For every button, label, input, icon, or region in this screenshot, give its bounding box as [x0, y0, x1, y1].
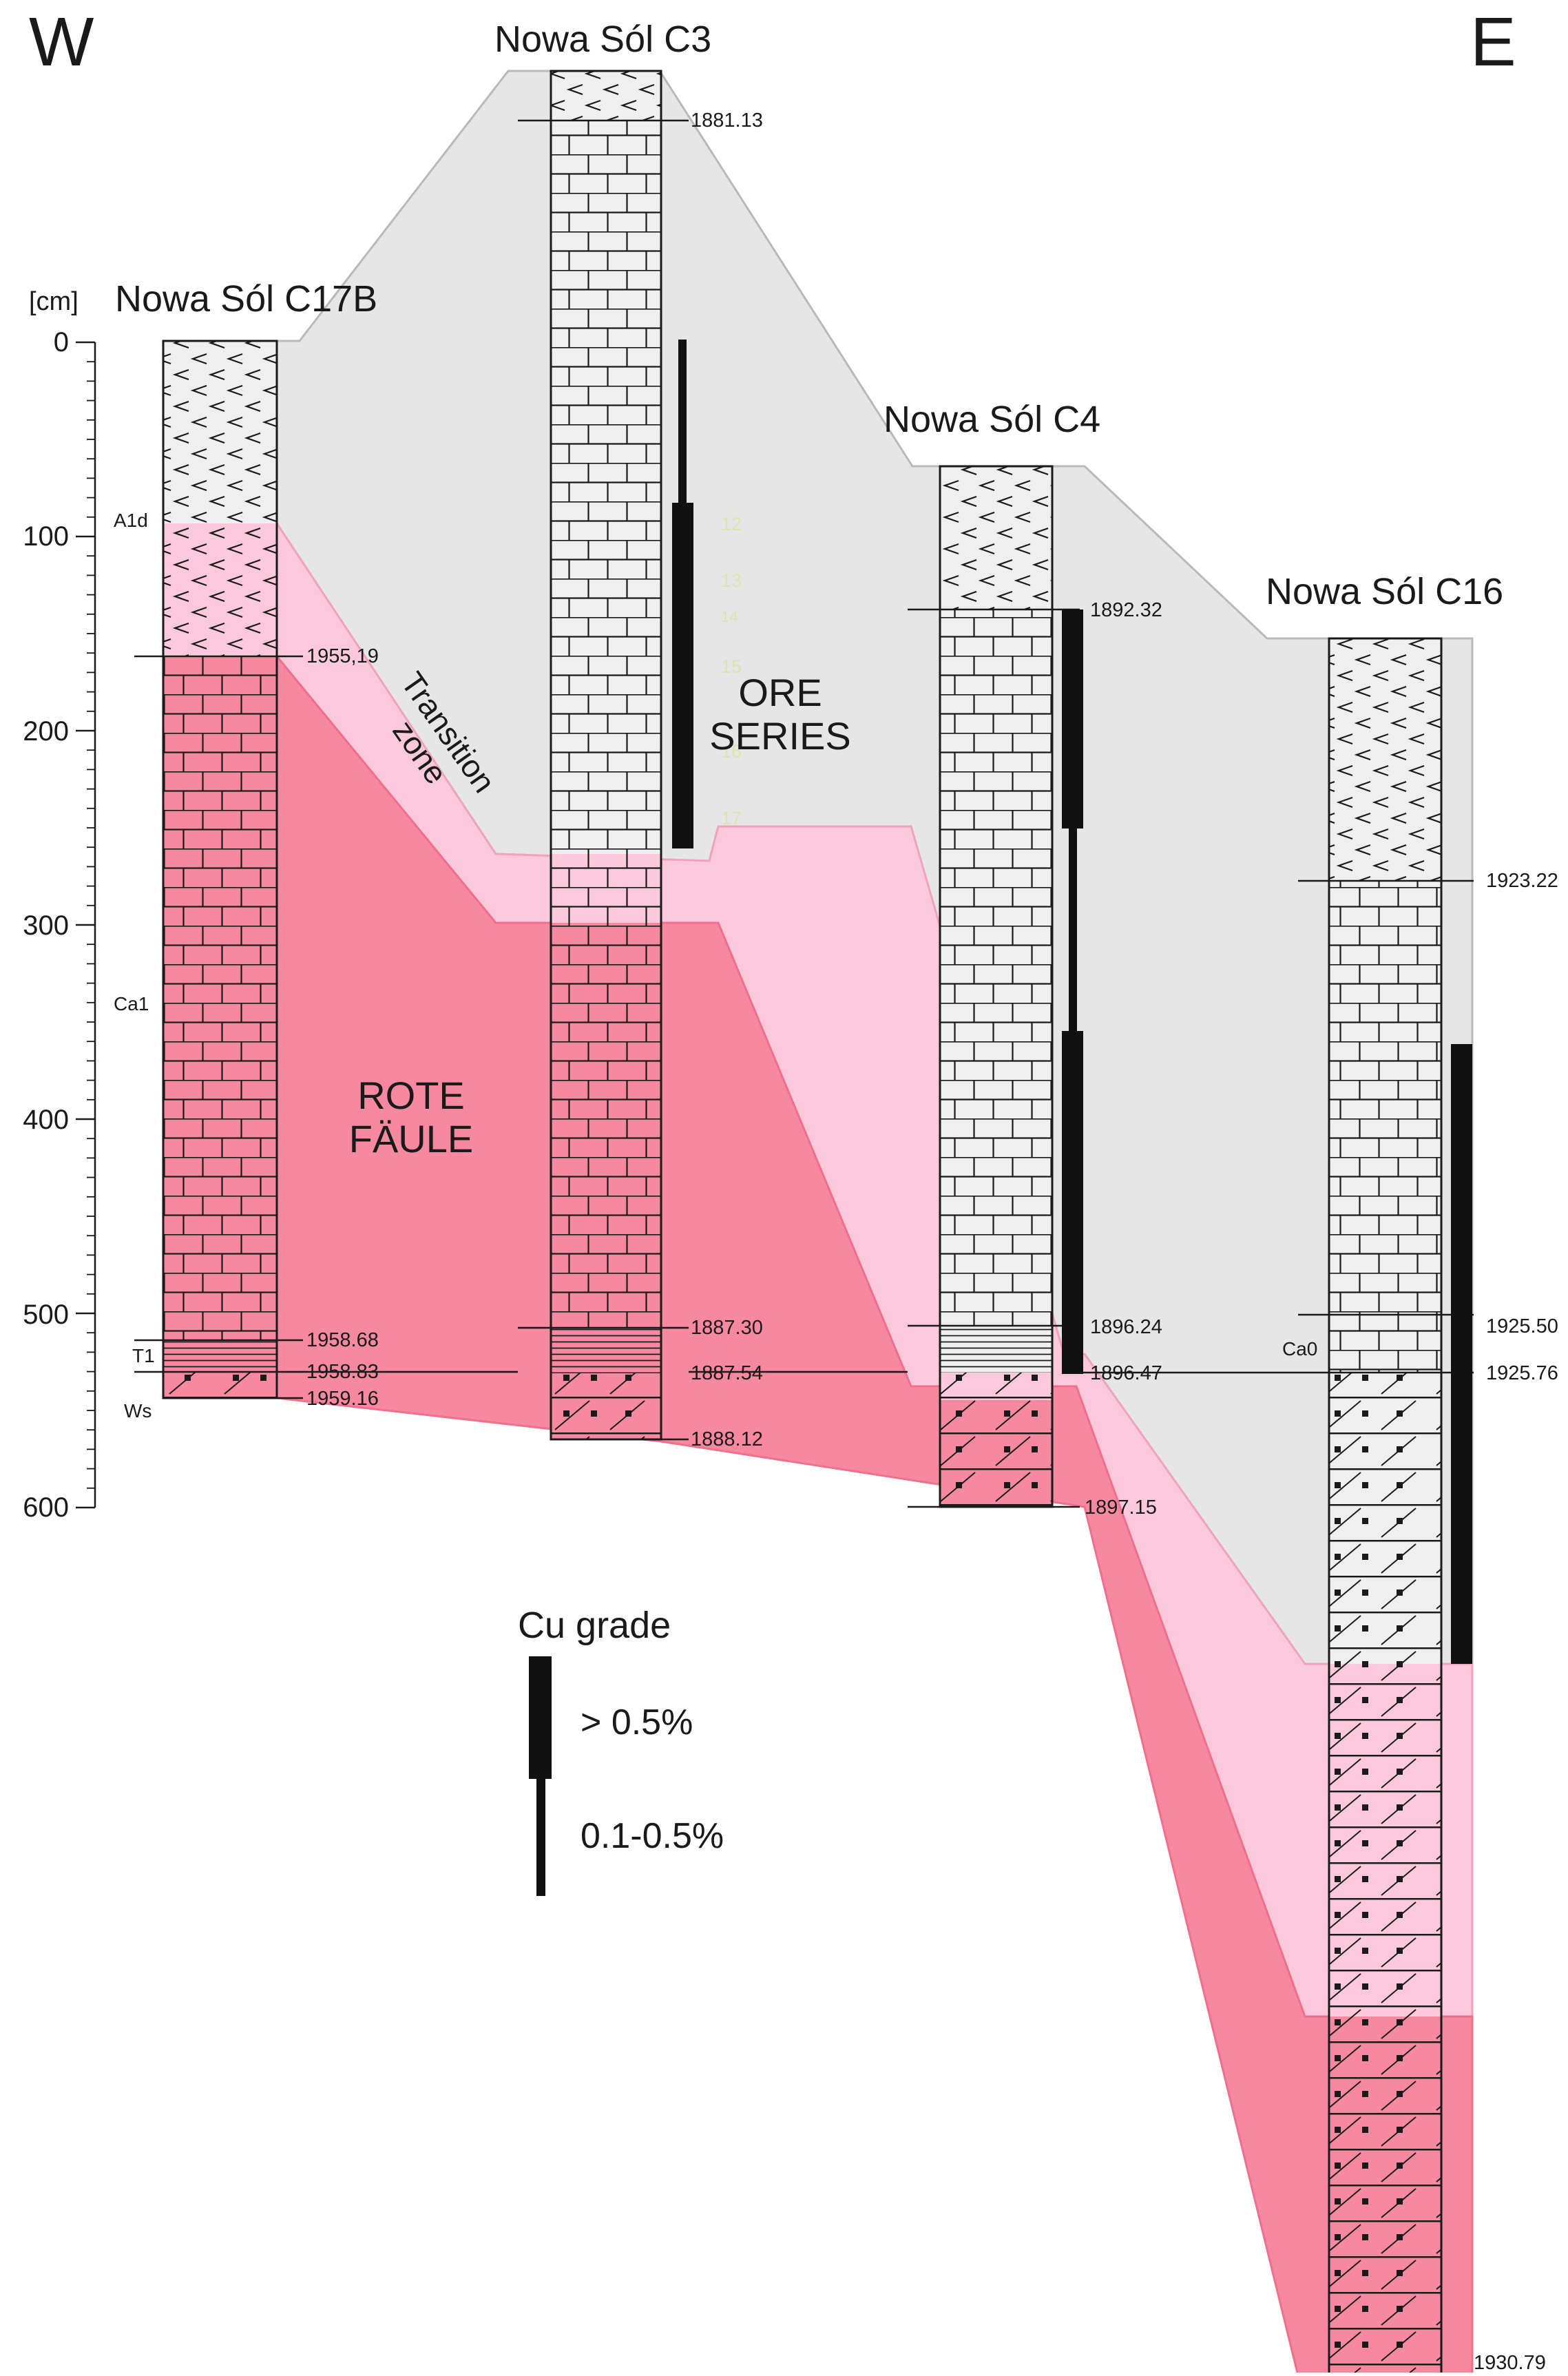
c16-depth-1: 1923.22: [1486, 870, 1558, 892]
c16-cu-grade-high-bar: [1451, 1044, 1472, 1664]
legend-title: Cu grade: [518, 1605, 671, 1646]
c17b-depth-1: 1955,19: [306, 645, 379, 667]
scale-tick-100: 100: [23, 521, 69, 552]
scale-tick-400: 400: [23, 1105, 69, 1135]
scale-tick-500: 500: [23, 1300, 69, 1330]
well-c3-title: Nowa Sól C3: [494, 19, 711, 60]
legend-low-bar: [536, 1777, 545, 1896]
ore-series-label-line1: ORE: [738, 671, 822, 714]
well-c4: Nowa Sól C4 1892.32 1896.24 1896.47 1897…: [884, 399, 1162, 1519]
well-c4-title: Nowa Sól C4: [884, 399, 1100, 440]
scale-tick-600: 600: [23, 1492, 69, 1523]
c3-sample-16: 16: [721, 741, 742, 762]
c16-depth-4: 1930.79: [1474, 2352, 1546, 2373]
c4-depth-1: 1892.32: [1090, 599, 1162, 621]
c3-sample-12: 12: [721, 514, 742, 534]
legend-high-label: > 0.5%: [581, 1702, 693, 1742]
c4-depth-4: 1897.15: [1085, 1497, 1157, 1519]
c17b-unit-ca1: Ca1: [114, 993, 149, 1014]
c3-depth-3: 1887.54: [691, 1362, 763, 1384]
scale-tick-300: 300: [23, 910, 69, 941]
c3-depth-1: 1881.13: [691, 110, 763, 132]
cu-grade-legend: Cu grade > 0.5% 0.1-0.5%: [518, 1605, 724, 1896]
c17b-depth-2: 1958.68: [306, 1329, 379, 1351]
c16-depth-2: 1925.50: [1486, 1315, 1558, 1337]
scale-tick-0: 0: [54, 327, 69, 357]
rote-faule-label-line1: ROTE: [357, 1074, 465, 1117]
c16-unit-ca0: Ca0: [1282, 1338, 1317, 1359]
c16-depth-3: 1925.76: [1486, 1362, 1558, 1384]
c3-sample-13: 13: [721, 570, 742, 591]
correlation-zones: [275, 70, 1474, 2376]
well-c3: Nowa Sól C3 1881.13 1887.30 1887.54 1888…: [494, 19, 763, 1450]
ore-series-label-line2: SERIES: [709, 714, 850, 758]
c3-cu-grade-low-bar: [678, 340, 687, 505]
scale-unit: [cm]: [29, 287, 79, 316]
well-c16: Nowa Sól C16 Ca0 1923.22 1925.50 1925.76…: [1266, 571, 1558, 2376]
scale-tick-200: 200: [23, 716, 69, 747]
c3-sample-15: 15: [721, 656, 742, 677]
depth-scale: [cm] 0 100 200 300 400 500 600: [23, 287, 96, 1523]
rote-faule-label-line2: FÄULE: [349, 1117, 474, 1160]
c17b-unit-a1d: A1d: [114, 510, 148, 531]
c3-depth-4: 1888.12: [691, 1428, 763, 1450]
east-label: E: [1470, 3, 1516, 81]
well-c17b: Nowa Sól C17B A1d Ca1 T1 Ws 1955,19 1958…: [114, 278, 379, 1421]
c4-cu-grade-low-bar: [1069, 826, 1077, 1033]
well-c16-title: Nowa Sól C16: [1266, 571, 1503, 612]
well-c17b-title: Nowa Sól C17B: [115, 278, 377, 320]
c17b-unit-ws: Ws: [124, 1400, 151, 1421]
c3-cu-grade-high-bar: [672, 503, 693, 848]
c3-sample-17: 17: [721, 808, 742, 829]
c4-depth-2: 1896.24: [1090, 1316, 1162, 1338]
c17b-unit-t1: T1: [132, 1345, 155, 1366]
c17b-depth-4: 1959.16: [306, 1388, 379, 1410]
c3-depth-2: 1887.30: [691, 1317, 763, 1339]
west-label: W: [29, 3, 94, 81]
c4-cu-grade-high-bar-lower: [1062, 1031, 1083, 1374]
c3-sample-14: 14: [721, 608, 738, 625]
c4-cu-grade-high-bar-upper: [1062, 609, 1083, 829]
legend-low-label: 0.1-0.5%: [581, 1816, 724, 1856]
legend-high-bar: [529, 1656, 552, 1779]
